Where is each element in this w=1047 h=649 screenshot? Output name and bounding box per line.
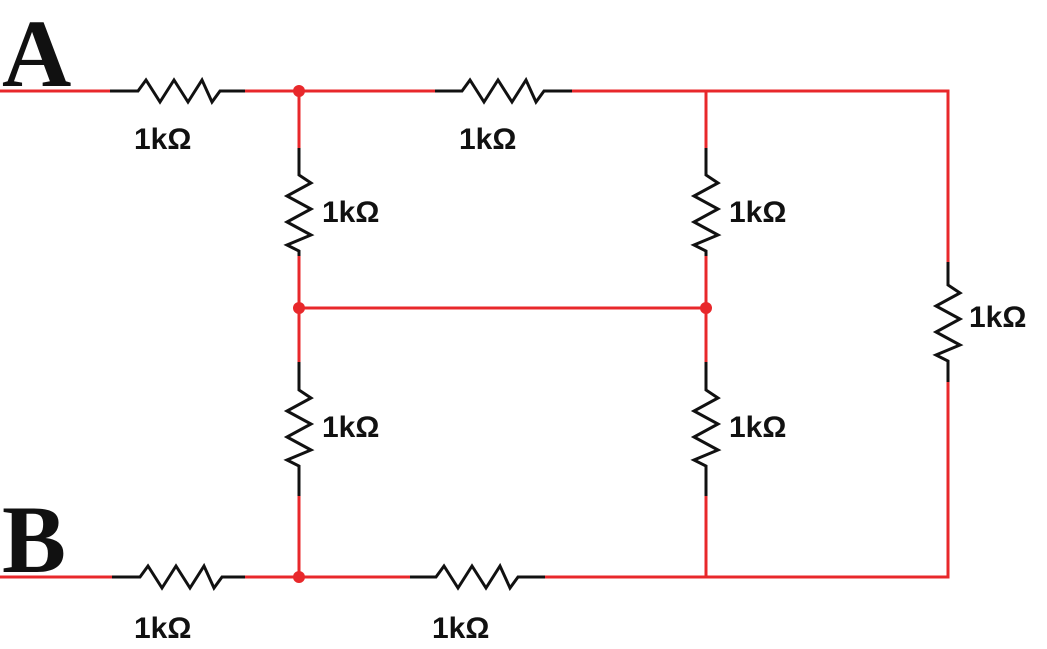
resistor-right-upper-label: 1kΩ (729, 196, 786, 229)
resistor-far-right-symbol (932, 262, 964, 382)
resistor-b-bottom-symbol (112, 562, 245, 591)
resistor-top-mid-symbol (435, 76, 572, 105)
resistor-left-upper-label: 1kΩ (322, 196, 379, 229)
resistor-bottom-mid-symbol (410, 562, 545, 591)
resistor-top-mid-label: 1kΩ (459, 123, 516, 156)
junction-mid-right (700, 302, 712, 314)
resistor-a-top-symbol (110, 76, 245, 105)
resistor-left-lower-label: 1kΩ (322, 411, 379, 444)
junction-top-left (293, 85, 305, 97)
terminal-b-label: B (2, 486, 66, 593)
resistor-bottom-mid-label: 1kΩ (432, 612, 489, 645)
wires (0, 89, 950, 579)
resistor-symbols (110, 76, 964, 591)
junction-mid-left (293, 302, 305, 314)
resistor-right-lower-label: 1kΩ (729, 411, 786, 444)
resistor-far-right-label: 1kΩ (969, 301, 1026, 334)
terminal-a-label: A (2, 0, 71, 107)
junctions (293, 85, 712, 583)
resistor-a-top-label: 1kΩ (134, 123, 191, 156)
resistor-left-upper-symbol (283, 148, 315, 256)
resistor-left-lower-symbol (283, 362, 315, 496)
resistor-right-lower-symbol (690, 362, 722, 496)
junction-bottom-left (293, 571, 305, 583)
resistor-right-upper-symbol (690, 148, 722, 256)
resistor-b-bottom-label: 1kΩ (134, 612, 191, 645)
